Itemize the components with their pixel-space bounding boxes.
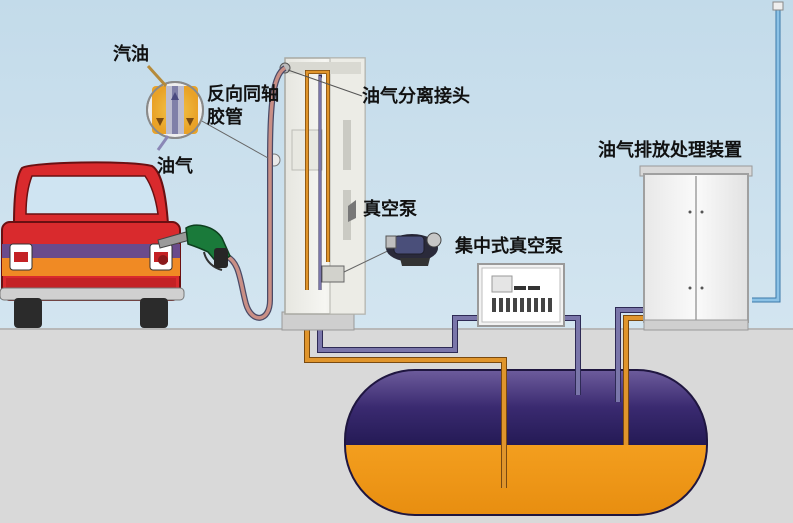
coaxial-hose-inset <box>146 81 269 159</box>
fuel-dispenser <box>267 57 366 331</box>
label-vacuum-pump: 真空泵 <box>363 199 417 220</box>
vapor-treatment-cabinet <box>639 165 753 331</box>
gasoline-arrow <box>146 64 168 88</box>
label-central-vacuum-pump: 集中式真空泵 <box>455 236 563 257</box>
vacuum-pump <box>385 232 442 266</box>
label-separator-joint: 油气分离接头 <box>362 86 470 107</box>
vapor-arrow <box>156 135 170 151</box>
underground-pipes <box>304 290 644 488</box>
label-vapor: 油气 <box>157 156 193 177</box>
tank-vapor-space <box>345 370 707 445</box>
label-gasoline: 汽油 <box>113 44 149 65</box>
vent-pipe <box>752 1 784 303</box>
separator-leader <box>287 69 363 97</box>
central-vacuum-pump <box>477 263 565 327</box>
label-vapor-treatment-unit: 油气排放处理装置 <box>598 140 742 161</box>
fuel-nozzle <box>157 224 231 271</box>
label-coaxial-hose-line2: 胶管 <box>207 107 243 128</box>
tank-outline <box>344 369 708 516</box>
storage-tank <box>344 369 708 516</box>
car <box>0 161 185 328</box>
label-coaxial-hose-line1: 反向同轴 <box>207 84 279 105</box>
